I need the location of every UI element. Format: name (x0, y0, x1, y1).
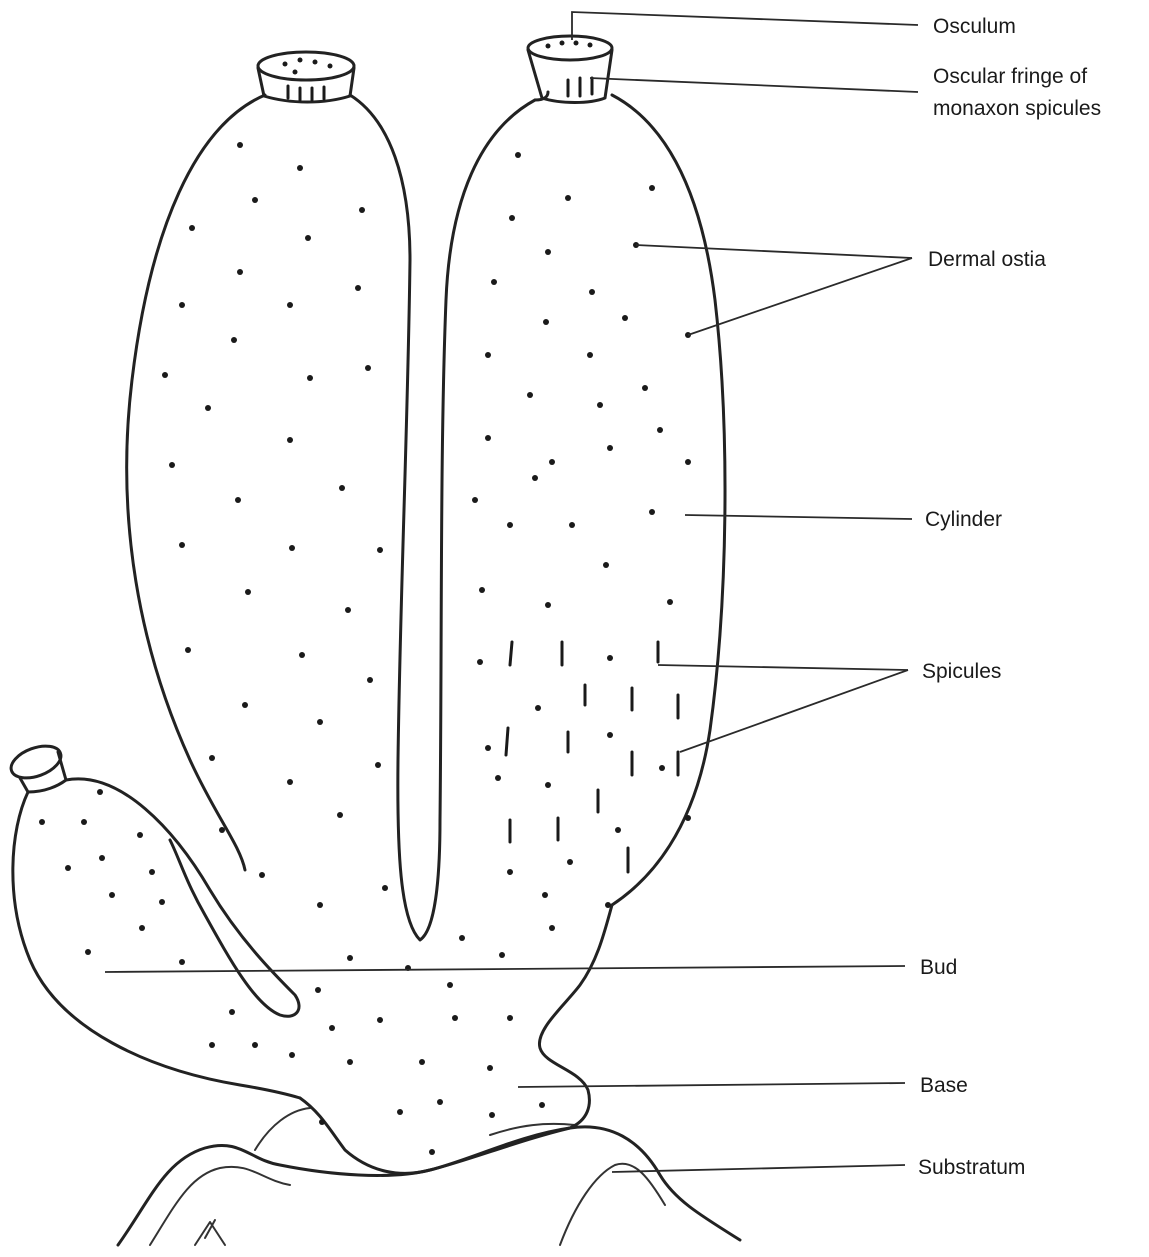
cylinder-right (528, 36, 725, 905)
base-body (300, 905, 612, 1173)
oscular-fringe-leader (590, 78, 918, 92)
label-osculum: Osculum (933, 15, 1016, 38)
spicules-leader-2 (680, 670, 908, 752)
labels: Osculum Oscular fringe of monaxon spicul… (918, 15, 1101, 1179)
label-bud: Bud (920, 956, 957, 979)
osculum-leader (572, 12, 918, 40)
bud-leader (105, 966, 905, 972)
label-base: Base (920, 1074, 968, 1097)
cylinder-leader (685, 515, 912, 519)
label-dermal-ostia: Dermal ostia (928, 248, 1046, 271)
left-oscular-fringe (288, 86, 324, 100)
leader-lines (105, 12, 918, 1172)
right-cylinder-spicules (506, 642, 678, 872)
substratum-rock (118, 1108, 740, 1245)
label-cylinder: Cylinder (925, 508, 1002, 531)
label-oscular-fringe-line1: Oscular fringe of (933, 65, 1087, 88)
label-spicules: Spicules (922, 660, 1001, 683)
spicules-leader-1 (658, 665, 908, 670)
left-cylinder-ostia (162, 142, 388, 908)
right-cylinder-ostia (472, 152, 691, 931)
right-oscular-fringe (568, 78, 592, 96)
dermal-ostia-leader-2 (688, 258, 912, 335)
cylinder-left (127, 52, 535, 940)
dermal-ostia-leader-1 (636, 245, 912, 258)
base-leader (518, 1083, 905, 1087)
left-osculum-pores (283, 58, 333, 75)
right-osculum-pores (546, 41, 593, 49)
label-substratum: Substratum (918, 1156, 1025, 1179)
label-oscular-fringe-line2: monaxon spicules (933, 97, 1101, 120)
base-ostia (289, 935, 545, 1155)
